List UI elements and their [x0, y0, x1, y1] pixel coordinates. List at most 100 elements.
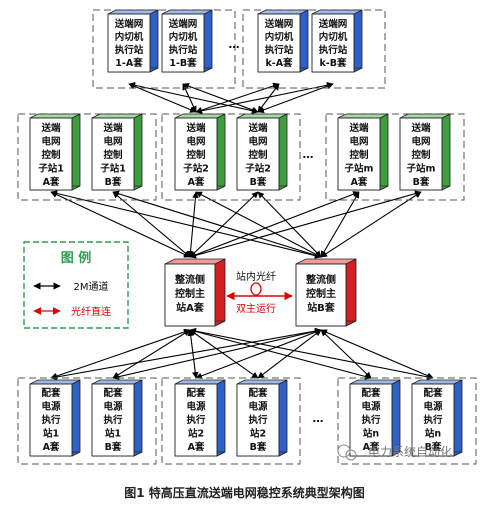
power-station-0-front [29, 383, 73, 457]
cut-station-2-label-line-0: 送端网 [264, 18, 294, 30]
master-a-label-line-0: 整流侧 [174, 273, 205, 286]
sub-station-3-label-line-3: 子站2 [245, 163, 271, 175]
cut-station-3-side [353, 9, 363, 73]
power-station-2-label-line-1: 电源 [186, 401, 206, 413]
sub-station-3-label-line-1: 电网 [248, 136, 267, 148]
sub-station-1-label-line-3: 子站1 [100, 163, 126, 175]
sub-station-0-label-line-0: 送端 [40, 122, 61, 134]
power-station-3-label-line-4: B套 [250, 441, 267, 453]
cut-station-2-front [257, 13, 301, 73]
power-station-0-label-line-3: 站1 [43, 428, 59, 440]
cut-station-0-label-line-2: 执行站 [115, 44, 144, 56]
sub-station-2-label-line-1: 电网 [186, 136, 205, 148]
power-station-0 [29, 379, 81, 457]
cut-station-0-top [107, 9, 159, 15]
sub-station-1-label-line-2: 控制 [103, 149, 123, 161]
sub-station-4-label-line-0: 送端 [348, 122, 369, 134]
legend-item-fiber: 光纤直连 [71, 305, 111, 318]
power-station-4-top [349, 379, 401, 385]
sub-station-2-label-line-4: A套 [188, 176, 205, 188]
cut-station-0-side [149, 9, 159, 73]
power-station-1-label-line-1: 电源 [103, 401, 123, 413]
cut-station-2 [257, 9, 309, 73]
power-ellipsis: … [313, 412, 324, 425]
master-a-label-line-2: 站A套 [176, 301, 205, 314]
sub-station-0 [29, 113, 81, 191]
sub-station-3-side [278, 113, 288, 191]
power-station-4-label-line-1: 电源 [361, 401, 381, 413]
sub-station-0-top [29, 113, 81, 119]
sub-station-0-front [29, 117, 73, 191]
power-station-4-label-line-2: 执行 [361, 414, 381, 426]
cut-group-1 [92, 9, 236, 89]
power-station-1-label-line-3: 站1 [105, 428, 121, 440]
cut-station-2-side [299, 9, 309, 73]
master-b-top [295, 258, 357, 265]
link-sub-4-master-b [320, 191, 360, 258]
power-station-3-label-line-3: 站2 [250, 428, 266, 440]
figure-caption: 图1 特高压直流送端电网稳控系统典型架构图 [124, 486, 365, 500]
cut-station-1-label-line-0: 送端网 [168, 18, 198, 30]
sub-group-1 [17, 113, 157, 201]
link-sub-2-master-a [187, 191, 199, 258]
power-station-4-front [349, 383, 393, 457]
sub-station-3-front [236, 117, 280, 191]
cut-station-2-label-line-1: 内切机 [265, 31, 294, 43]
sub-station-3-label-line-2: 控制 [248, 149, 268, 161]
sub-station-2-side [216, 113, 226, 191]
sub-station-0-label-line-1: 电网 [41, 136, 60, 148]
power-station-3-label-line-0: 配套 [248, 387, 268, 399]
sub-station-4-front [337, 117, 381, 191]
master-a [164, 258, 226, 327]
power-station-5 [411, 379, 463, 457]
sub-station-3-top [236, 113, 288, 119]
link-master-a-power-1 [112, 329, 191, 379]
power-station-0-side [71, 379, 81, 457]
watermark-text: 电力系统自动化 [368, 445, 452, 459]
sub-station-5-label-line-3: 子站m [407, 163, 436, 175]
cut-station-0 [107, 9, 159, 73]
sub-station-5 [399, 113, 451, 191]
sub-station-3 [236, 113, 288, 191]
link-cut-3-sub-3 [257, 82, 334, 114]
cut-station-3-label-line-2: 执行站 [319, 44, 348, 56]
power-station-0-label-line-1: 电源 [41, 401, 61, 413]
sub-station-3-label-line-0: 送端 [247, 122, 268, 134]
cut-station-3-front [311, 13, 355, 73]
power-station-3-label-line-2: 执行 [248, 414, 268, 426]
cut-station-3-label-line-3: k-B套 [319, 57, 347, 69]
power-station-3-label-line-1: 电源 [248, 401, 268, 413]
cut-station-3 [311, 9, 363, 73]
cut-station-3-label-line-1: 内切机 [319, 31, 348, 43]
text-layer: 送端网内切机执行站1-A套送端网内切机执行站1-B套送端网内切机执行站k-A套送… [33, 18, 452, 461]
legend-title: 图 例 [61, 250, 92, 266]
watermark-logo-icon-2 [345, 449, 357, 461]
power-station-2-label-line-4: A套 [188, 441, 205, 453]
master-a-top [164, 258, 226, 265]
power-station-2-front [174, 383, 218, 457]
link-sub-5-master-b [320, 191, 422, 258]
cut-group-k [242, 9, 386, 89]
cut-station-1-side [203, 9, 213, 73]
sub-station-2-label-line-0: 送端 [185, 122, 206, 134]
sub-station-5-side [441, 113, 451, 191]
sub-station-0-label-line-3: 子站1 [38, 163, 64, 175]
sub-station-2-label-line-2: 控制 [186, 149, 206, 161]
power-station-4 [349, 379, 401, 457]
sub-ellipsis: … [303, 148, 314, 161]
power-station-2-label-line-0: 配套 [186, 387, 206, 399]
power-station-1-label-line-2: 执行 [103, 414, 123, 426]
power-station-3 [236, 379, 288, 457]
cut-station-1-label-line-2: 执行站 [169, 44, 198, 56]
power-station-0-label-line-4: A套 [43, 441, 60, 453]
sub-station-5-label-line-2: 控制 [411, 149, 431, 161]
cut-station-0-label-line-1: 内切机 [115, 31, 144, 43]
cut-station-0-label-line-3: 1-A套 [115, 57, 143, 69]
link-master-b-power-5 [320, 329, 434, 379]
sub-station-5-label-line-0: 送端 [410, 122, 431, 134]
dual-label: 双主运行 [236, 302, 276, 315]
power-station-5-label-line-2: 执行 [423, 414, 443, 426]
master-b-side [345, 258, 357, 327]
power-station-5-label-line-3: 站n [425, 428, 442, 440]
